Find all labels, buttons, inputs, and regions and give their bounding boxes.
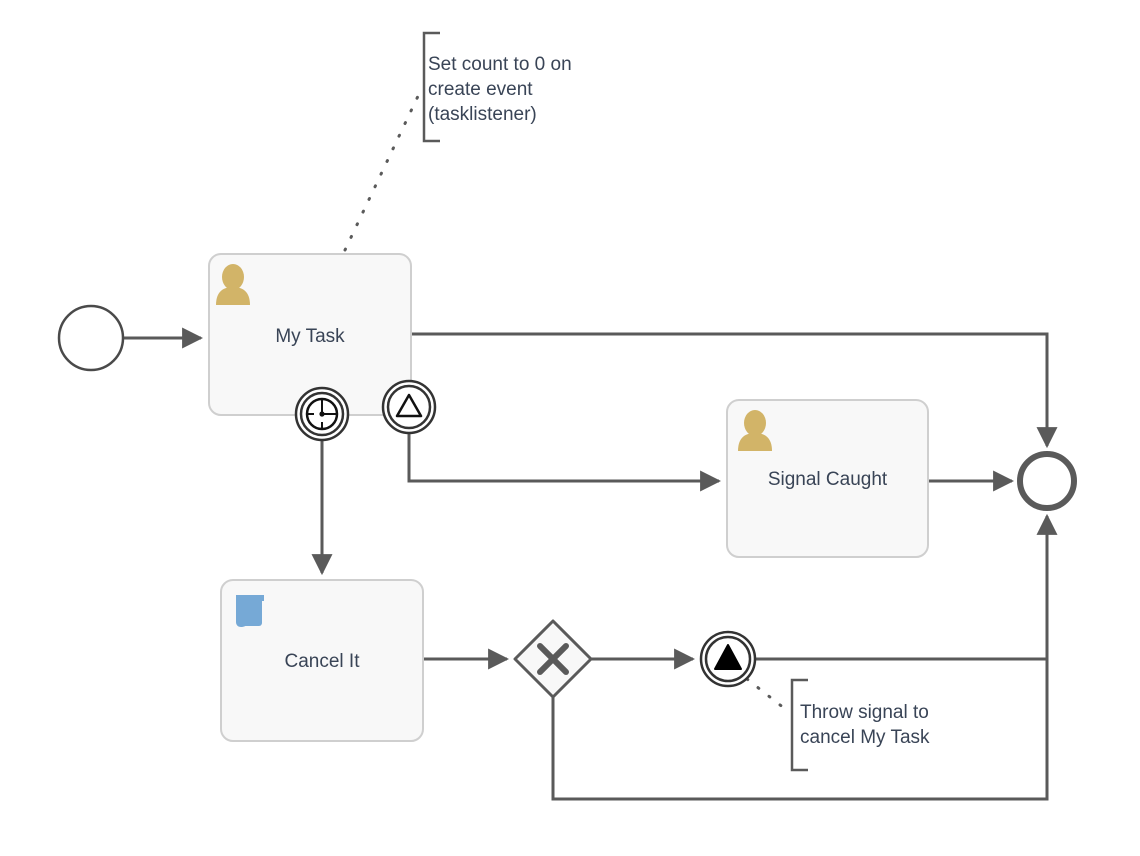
- signal-throw-icon: [714, 644, 742, 670]
- task-label-signal-caught: Signal Caught: [767, 469, 888, 490]
- association-my-task-to-annotation: [343, 92, 421, 252]
- flow-gateway-bottom-to-end: [551, 659, 1049, 801]
- intermediate-throw-event-signal[interactable]: [699, 630, 757, 688]
- gateway-x-icon: [537, 643, 569, 675]
- task-cancel-it[interactable]: [220, 579, 424, 742]
- association-signal-throw-to-annotation: [745, 677, 791, 714]
- boundary-event-signal-catch[interactable]: [381, 379, 437, 435]
- task-layer: [208, 253, 929, 742]
- user-icon: [216, 264, 250, 305]
- end-event[interactable]: [1017, 451, 1077, 511]
- flow-signal-boundary-to-signal-caught: [407, 433, 722, 492]
- script-icon: [236, 595, 264, 627]
- annotation-bracket-tasklistener: [422, 31, 440, 143]
- annotation-bracket-layer: [422, 31, 808, 772]
- exclusive-gateway[interactable]: [513, 619, 593, 699]
- signal-catch-icon: [395, 393, 423, 418]
- timer-icon: [305, 397, 339, 431]
- boundary-event-timer[interactable]: [294, 386, 350, 442]
- event-layer: [57, 304, 1077, 699]
- flow-my-task-to-end: [411, 332, 1058, 449]
- start-event[interactable]: [57, 304, 125, 372]
- association-layer: [343, 92, 791, 714]
- sequence-flow-layer: [123, 327, 1058, 801]
- task-signal-caught[interactable]: [726, 399, 929, 558]
- user-icon: [738, 410, 772, 451]
- annotation-text-tasklistener: Set count to 0 on create event (tasklist…: [428, 54, 572, 125]
- annotation-bracket-throw-signal: [790, 678, 808, 772]
- task-label-cancel-it: Cancel It: [284, 651, 360, 672]
- annotation-text-throw-signal: Throw signal to cancel My Task: [800, 702, 930, 748]
- task-label-my-task: My Task: [275, 326, 345, 347]
